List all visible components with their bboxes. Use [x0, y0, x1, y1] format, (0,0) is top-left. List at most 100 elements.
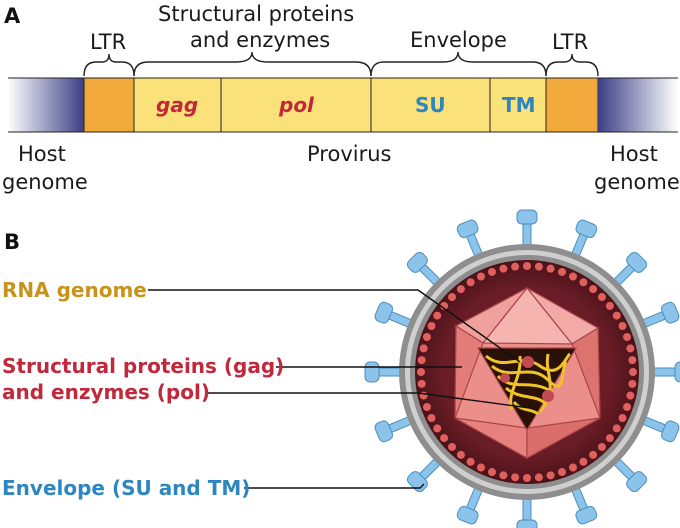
matrix-bead — [440, 434, 449, 443]
ltr-right-brace — [545, 53, 599, 77]
gag-segment — [133, 77, 222, 133]
matrix-bead — [626, 344, 635, 353]
glycoprotein-spike — [516, 209, 538, 249]
glycoprotein-spike — [364, 361, 404, 383]
glycoprotein-spike — [516, 495, 538, 528]
structural-proteins-gag-label: Structural proteins (gag) — [2, 354, 285, 378]
matrix-bead — [568, 272, 577, 281]
pol-label: pol — [279, 93, 314, 117]
envelope-top-label: Envelope — [410, 28, 507, 52]
envelope-leader — [244, 483, 425, 489]
matrix-bead — [568, 463, 577, 472]
glycoprotein-spike — [639, 301, 680, 329]
panel-a-label: A — [4, 4, 21, 28]
glycoprotein-spike — [374, 415, 415, 443]
matrix-bead — [589, 285, 598, 294]
matrix-bead — [523, 262, 531, 270]
matrix-bead — [487, 468, 496, 477]
provirus-label: Provirus — [307, 142, 392, 166]
matrix-bead — [546, 471, 555, 480]
matrix-bead — [466, 457, 475, 466]
structural-brace — [133, 51, 372, 77]
matrix-bead — [511, 262, 520, 271]
matrix-bead — [618, 413, 627, 422]
matrix-bead — [623, 332, 632, 341]
matrix-bead — [477, 463, 486, 472]
matrix-bead — [499, 264, 508, 273]
matrix-bead — [422, 332, 431, 341]
enzyme-particle — [500, 373, 510, 383]
matrix-bead-ring — [417, 262, 637, 482]
glycoprotein-spike — [611, 251, 648, 288]
glycoprotein-spike — [456, 219, 484, 260]
leader-lines — [148, 289, 531, 489]
matrix-bead — [558, 468, 567, 477]
matrix-bead — [589, 450, 598, 459]
matrix-bead — [626, 391, 635, 400]
envelope-glycoproteins — [364, 209, 680, 528]
glycoprotein-spike — [456, 484, 484, 525]
matrix-bead — [427, 413, 436, 422]
tm-label: TM — [502, 93, 536, 117]
matrix-bead — [422, 403, 431, 412]
matrix-bead — [466, 278, 475, 287]
enzyme-particle — [522, 356, 534, 368]
matrix-bead — [597, 293, 606, 302]
virion-illustration — [364, 209, 680, 528]
matrix-bead — [579, 457, 588, 466]
host-left-line1: Host — [18, 142, 66, 166]
matrix-bead — [629, 368, 637, 376]
glycoprotein-spike — [639, 415, 680, 443]
ltr-right-segment — [545, 77, 599, 133]
matrix-bead — [417, 379, 426, 388]
matrix-bead — [579, 278, 588, 287]
ltr-right-label: LTR — [552, 30, 589, 54]
enzyme-particle — [542, 390, 554, 402]
matrix-bead — [417, 368, 425, 376]
matrix-bead — [523, 474, 531, 482]
host-genome-left-segment — [8, 78, 84, 132]
matrix-bead — [628, 379, 637, 388]
enzymes-leader — [206, 392, 531, 409]
matrix-bead — [477, 272, 486, 281]
matrix-bead — [612, 424, 621, 433]
matrix-bead — [597, 442, 606, 451]
matrix-bead — [448, 442, 457, 451]
matrix-bead — [534, 262, 543, 271]
capsid — [454, 287, 601, 460]
matrix-bead — [612, 311, 621, 320]
matrix-bead — [618, 322, 627, 331]
matrix-bead — [419, 344, 428, 353]
glycoprotein-spike — [611, 456, 648, 493]
matrix-bead — [456, 285, 465, 294]
pol-segment — [220, 77, 372, 133]
capsid-cutaway — [476, 347, 578, 432]
matrix-bead — [440, 301, 449, 310]
enzymes-pol-label: and enzymes (pol) — [2, 380, 210, 404]
structural-proteins-label: Structural proteins — [158, 2, 355, 26]
panel-b-label: B — [4, 230, 21, 254]
matrix-bead — [417, 356, 426, 365]
matrix-bead — [546, 264, 555, 273]
matrix-bead — [456, 450, 465, 459]
rna-genome-strands — [485, 352, 572, 416]
matrix-bead — [487, 267, 496, 276]
matrix-bead — [427, 322, 436, 331]
matrix-bead — [628, 356, 637, 365]
matrix-bead — [433, 311, 442, 320]
matrix-bead — [605, 434, 614, 443]
matrix-bead — [605, 301, 614, 310]
matrix-bead — [623, 403, 632, 412]
and-enzymes-label: and enzymes — [190, 28, 331, 52]
host-right-line2: genome — [594, 170, 680, 194]
envelope-brace — [370, 51, 547, 77]
matrix-bead — [534, 473, 543, 482]
provirus-bar — [8, 77, 678, 133]
host-genome-right-segment — [598, 78, 678, 132]
ltr-left-brace — [83, 53, 135, 77]
gag-label: gag — [156, 93, 199, 117]
matrix-bead — [433, 424, 442, 433]
matrix-bead — [511, 473, 520, 482]
